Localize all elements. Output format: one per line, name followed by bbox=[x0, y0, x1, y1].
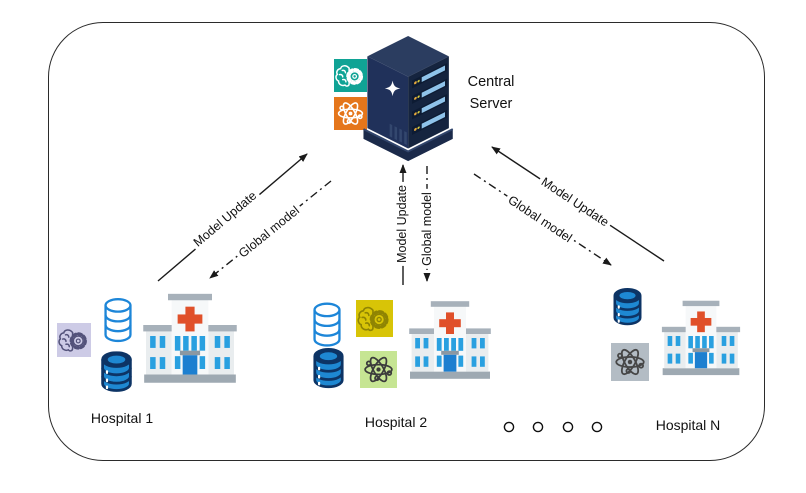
server-tower-icon bbox=[363, 35, 454, 162]
brain-gear-icon bbox=[57, 323, 91, 357]
arrow-label-model-update-2: Model Update bbox=[395, 182, 409, 266]
hospital1-building-icon bbox=[135, 287, 245, 385]
ellipsis-circle bbox=[532, 421, 544, 433]
hospital2-machine-learning-icon bbox=[356, 300, 393, 337]
hospitaln-building-icon bbox=[655, 293, 747, 379]
ellipsis-circles bbox=[503, 421, 603, 433]
server-machine-learning-icon bbox=[334, 59, 367, 92]
server-atom-icon bbox=[334, 97, 367, 130]
hospital-n-label: Hospital N bbox=[655, 417, 721, 433]
arrow-label-global-model-2: Global model bbox=[420, 189, 434, 269]
brain-gear-icon bbox=[356, 300, 393, 337]
ellipsis-circle bbox=[503, 421, 515, 433]
hospital2-database-outline-icon bbox=[311, 301, 343, 349]
atom-icon bbox=[360, 351, 397, 388]
ellipsis-circle bbox=[591, 421, 603, 433]
hospital2-atom-icon bbox=[360, 351, 397, 388]
hospital1-machine-learning-icon bbox=[57, 323, 91, 357]
ellipsis-circle bbox=[562, 421, 574, 433]
hospital1-database-filled-icon bbox=[98, 351, 135, 394]
hospital2-building-icon bbox=[402, 292, 498, 384]
hospitaln-database-filled-icon bbox=[610, 288, 645, 327]
hospital2-database-filled-icon bbox=[309, 348, 348, 390]
hospital1-database-outline-icon bbox=[102, 294, 134, 347]
hospital-2-label: Hospital 2 bbox=[364, 414, 428, 430]
hospitaln-atom-icon bbox=[611, 343, 649, 381]
hospital-1-label: Hospital 1 bbox=[90, 410, 154, 426]
atom-icon bbox=[611, 343, 649, 381]
central-server-label: Central Server bbox=[467, 74, 515, 112]
